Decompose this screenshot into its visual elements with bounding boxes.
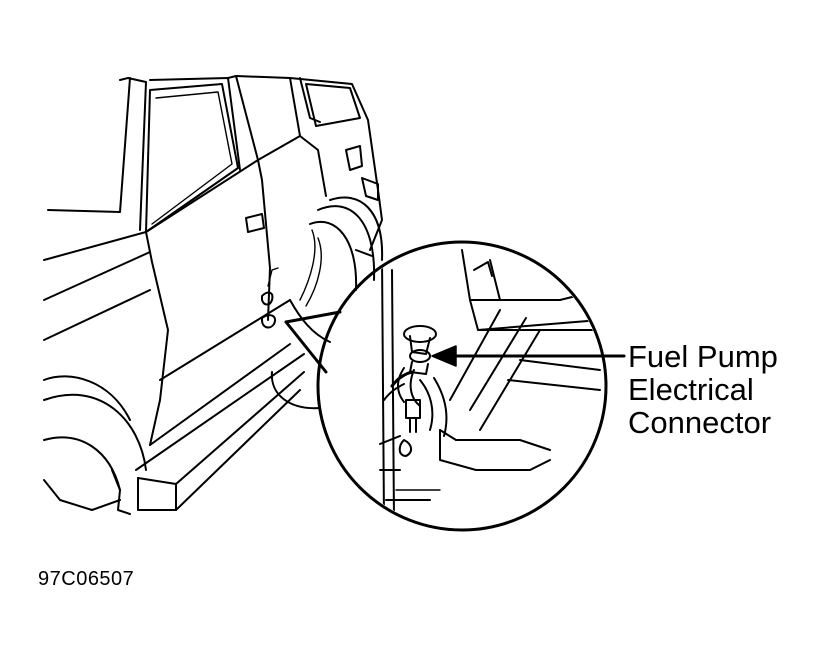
figure-code: 97C06507	[38, 568, 135, 590]
callout-arrow	[431, 345, 626, 367]
detail-circle	[316, 240, 608, 532]
callout-line-2: Electrical	[628, 372, 754, 407]
vehicle-body	[43, 75, 384, 515]
callout-line-1: Fuel Pump	[628, 339, 778, 374]
callout-line-3: Connector	[628, 405, 772, 440]
callout-label: Fuel Pump Electrical Connector	[628, 340, 778, 439]
